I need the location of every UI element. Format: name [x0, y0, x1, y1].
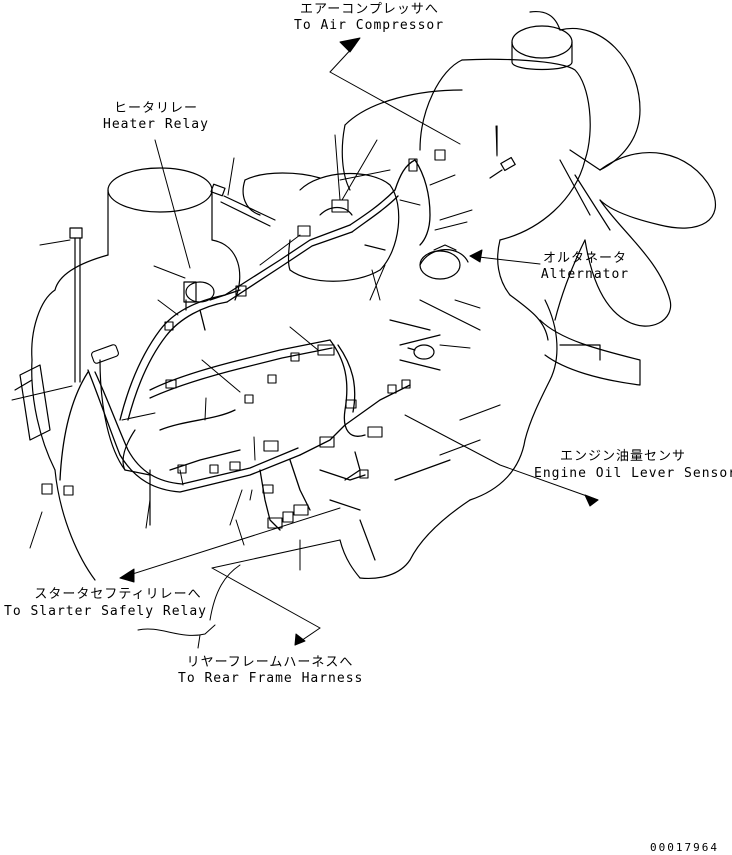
starter-relay-label-jp: スタータセフティリレーへ [34, 587, 202, 602]
part-number: 00017964 [650, 841, 719, 854]
oil-sensor-label-en: Engine Oil Lever Sensor [534, 466, 732, 481]
air-compressor-label-jp: エアーコンプレッサへ [300, 2, 439, 17]
turbocharger [242, 172, 400, 282]
oil-sensor-part [407, 344, 435, 360]
oil-sensor-label-jp: エンジン油量センサ [560, 449, 687, 464]
rear-frame-label-jp: リヤーフレームハーネスへ [186, 655, 354, 670]
air-cleaner [341, 25, 591, 341]
connectors [41, 149, 446, 529]
heater-relay-part [183, 281, 215, 311]
bolts [69, 156, 516, 383]
heater-relay-label-jp: ヒータリレー [113, 101, 198, 116]
cooling-fan [529, 10, 717, 386]
leader-arrows [119, 37, 599, 649]
callout-lines [11, 125, 498, 571]
alternator-label-en: Alternator [540, 267, 630, 282]
starter-relay-label-en: To Slarter Safely Relay [4, 604, 208, 619]
engine-block [14, 289, 558, 581]
alternator-label-jp: オルタネータ [542, 251, 627, 266]
heater-relay-label-en: Heater Relay [103, 117, 209, 132]
rear-frame-label-en: To Rear Frame Harness [178, 671, 364, 686]
alternator-part [364, 244, 469, 280]
intake-pipe [54, 167, 241, 301]
air-compressor-label-en: To Air Compressor [294, 18, 445, 33]
